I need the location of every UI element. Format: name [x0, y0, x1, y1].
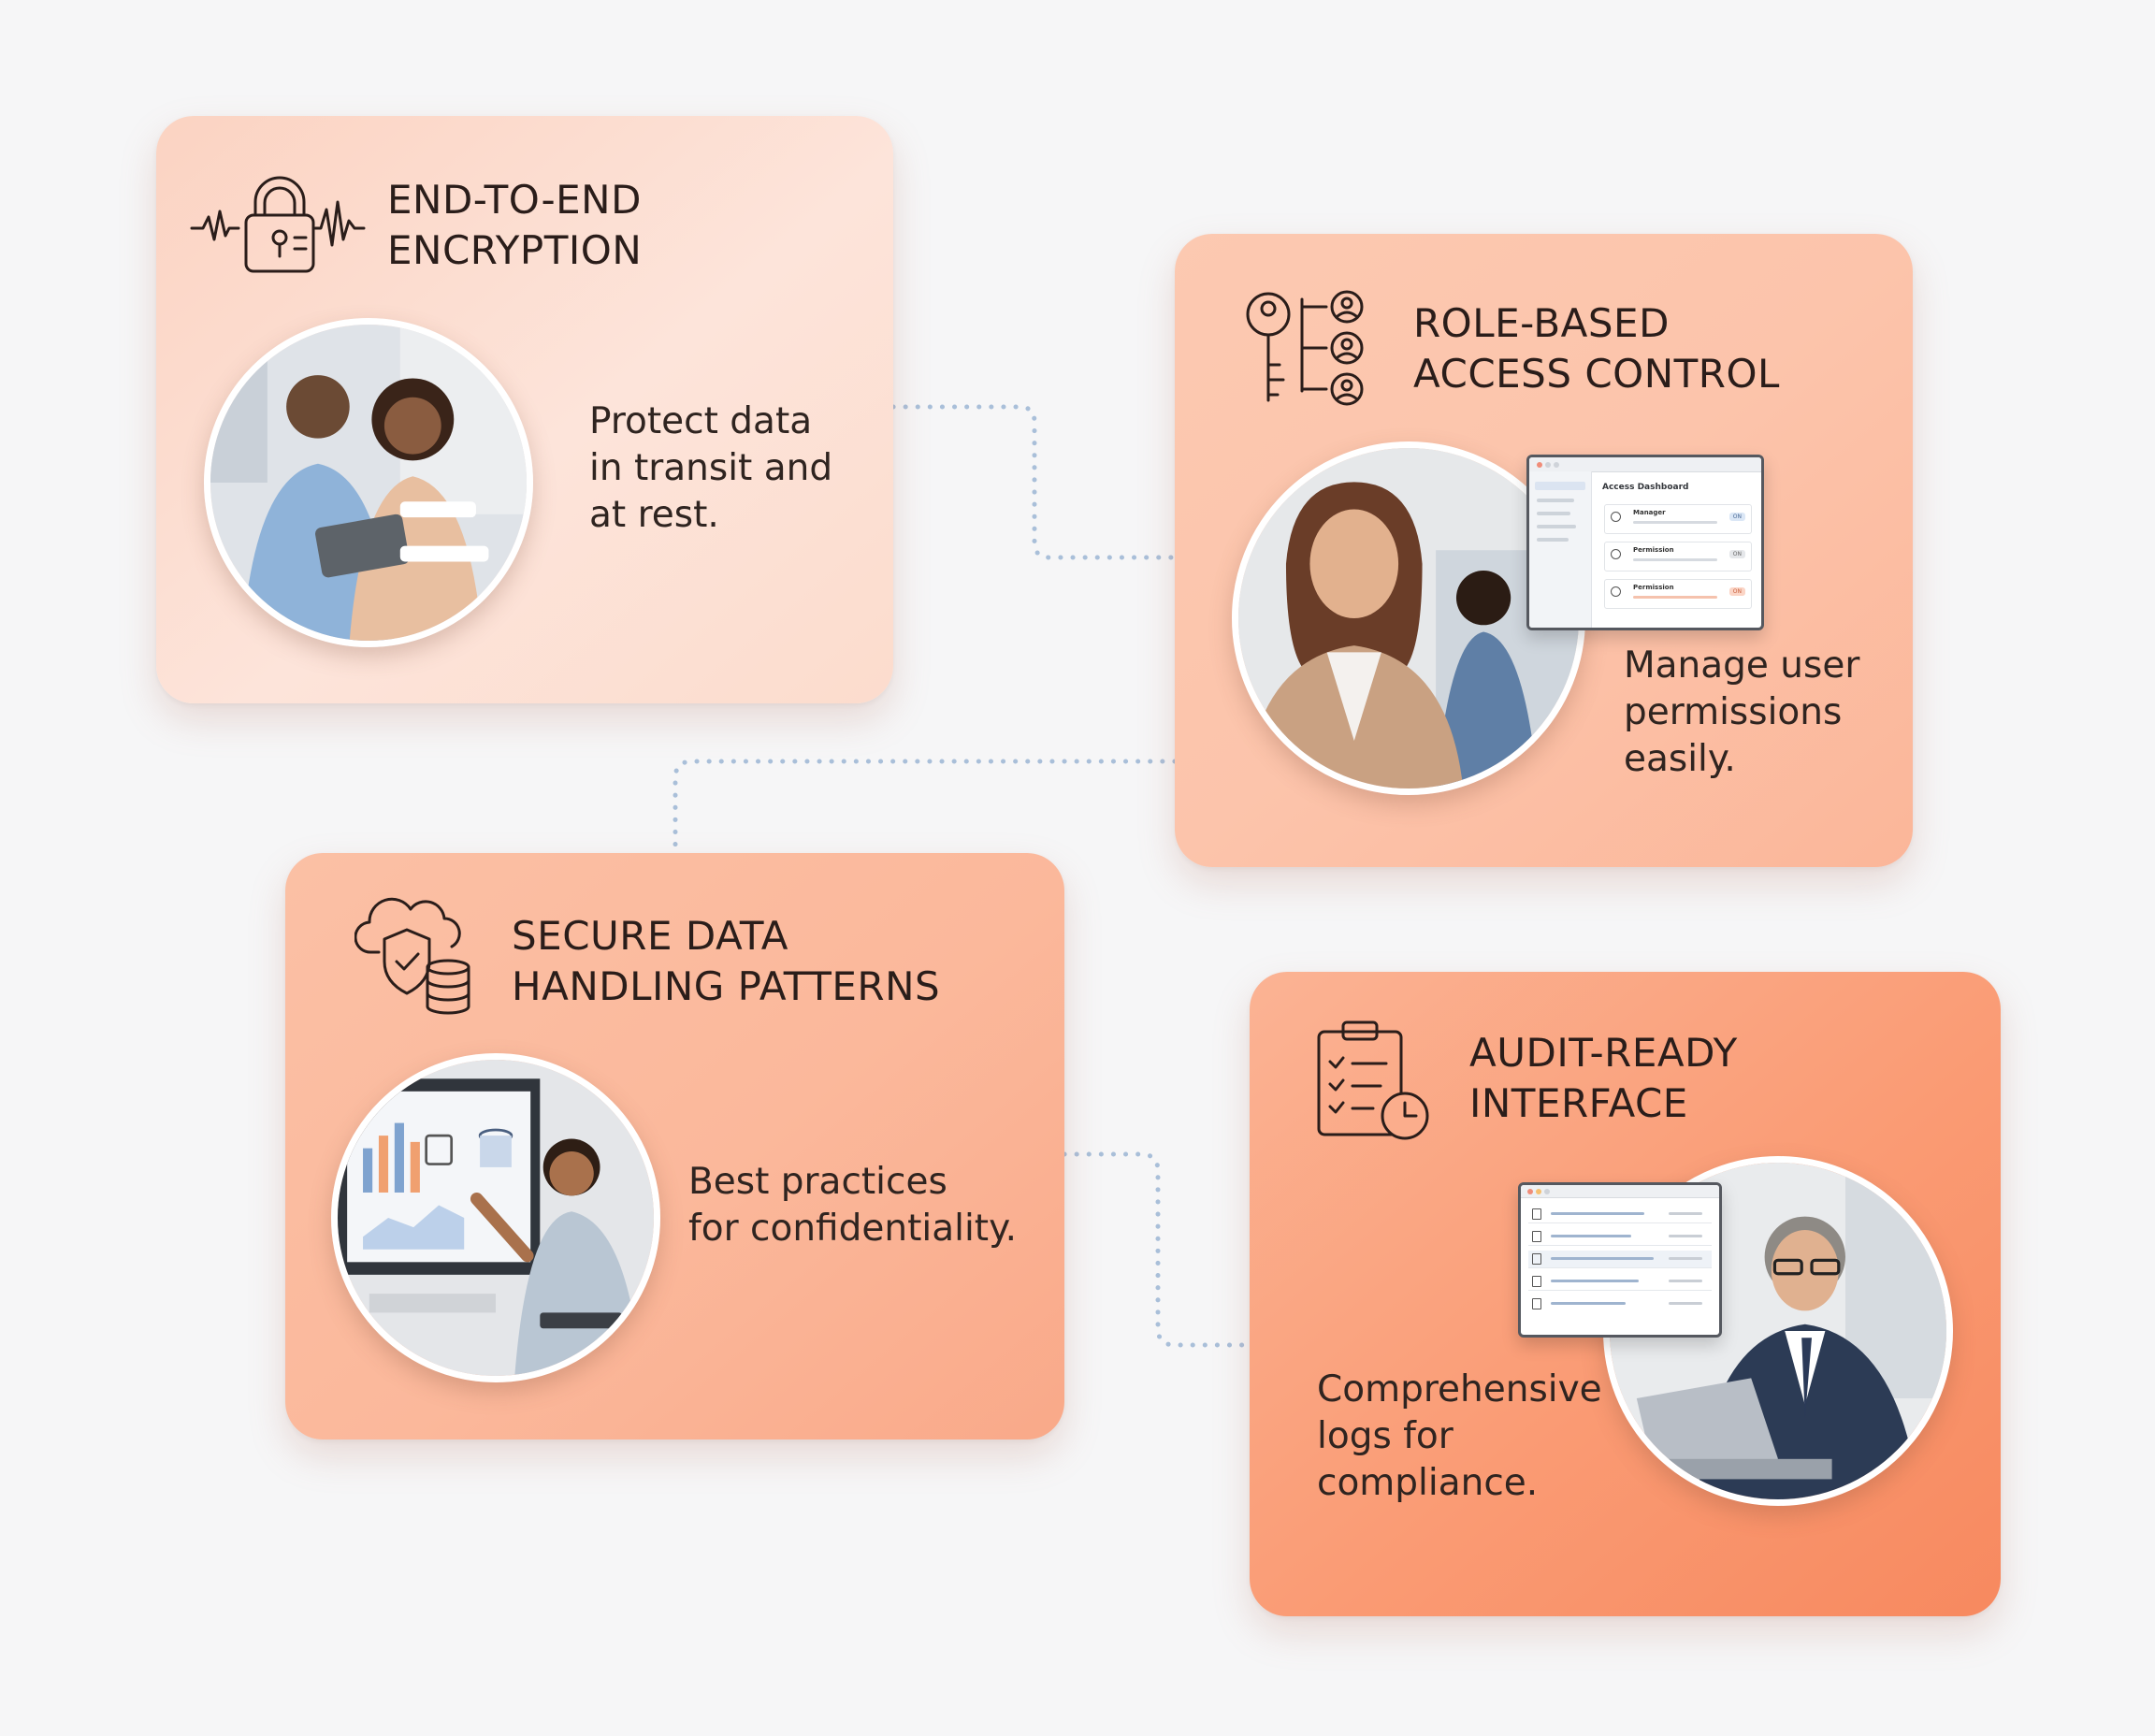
- document-icon: [1532, 1231, 1541, 1242]
- feature-card-encryption: END-TO-END ENCRYPTION Protect data in tr…: [156, 116, 893, 703]
- key-users-hierarchy-icon: [1246, 290, 1364, 406]
- panel-row: Manager ON: [1604, 504, 1752, 534]
- feature-card-secure-data: SECURE DATA HANDLING PATTERNS Best pract…: [285, 853, 1064, 1439]
- padlock-waveform-icon: [190, 176, 366, 273]
- feature-card-audit-ready: AUDIT-READY INTERFACE: [1250, 972, 2001, 1616]
- document-icon: [1532, 1253, 1541, 1265]
- status-badge: ON: [1728, 513, 1745, 521]
- log-row: [1528, 1206, 1712, 1223]
- photo-colleagues-tablet: [204, 318, 533, 647]
- connector-encryption-to-access: [890, 404, 1178, 560]
- document-icon: [1532, 1208, 1541, 1220]
- document-icon: [1532, 1298, 1541, 1309]
- audit-log-panel: [1518, 1182, 1722, 1338]
- card-description-access-control: Manage user permissions easily.: [1624, 644, 1860, 780]
- user-icon: [1611, 586, 1621, 597]
- panel-row: Permission ON: [1604, 542, 1752, 571]
- document-icon: [1532, 1276, 1541, 1287]
- log-row: [1528, 1273, 1712, 1291]
- panel-row-label: Permission: [1633, 584, 1674, 591]
- user-icon: [1611, 549, 1621, 559]
- card-description-audit-ready: Comprehensive logs for compliance.: [1317, 1368, 1602, 1504]
- panel-title: Access Dashboard: [1602, 483, 1689, 492]
- panel-row-label: Manager: [1633, 509, 1666, 516]
- user-icon: [1611, 512, 1621, 522]
- status-badge: ON: [1728, 550, 1745, 558]
- log-row: [1528, 1295, 1712, 1312]
- card-title-audit-ready: AUDIT-READY INTERFACE: [1469, 1030, 1738, 1126]
- card-description-encryption: Protect data in transit and at rest.: [589, 400, 833, 536]
- connector-access-to-secure: [673, 759, 1178, 856]
- photo-presenter-with-monitor: [331, 1053, 660, 1382]
- connector-secure-to-audit: [1062, 1151, 1252, 1348]
- log-row: [1528, 1228, 1712, 1246]
- card-description-secure-data: Best practices for confidentiality.: [688, 1161, 1017, 1250]
- feature-card-access-control: ROLE-BASED ACCESS CONTROL Access Dashboa…: [1175, 234, 1913, 867]
- card-title-secure-data: SECURE DATA HANDLING PATTERNS: [512, 913, 941, 1009]
- cloud-shield-database-icon: [354, 897, 470, 1015]
- clipboard-checklist-clock-icon: [1317, 1020, 1429, 1140]
- card-title-access-control: ROLE-BASED ACCESS CONTROL: [1413, 300, 1780, 397]
- card-title-encryption: END-TO-END ENCRYPTION: [387, 177, 643, 273]
- log-row: [1528, 1251, 1712, 1268]
- access-dashboard-panel: Access Dashboard Manager ON Permission O…: [1526, 455, 1764, 630]
- status-badge: ON: [1728, 587, 1745, 596]
- panel-row: Permission ON: [1604, 579, 1752, 609]
- panel-row-label: Permission: [1633, 546, 1674, 554]
